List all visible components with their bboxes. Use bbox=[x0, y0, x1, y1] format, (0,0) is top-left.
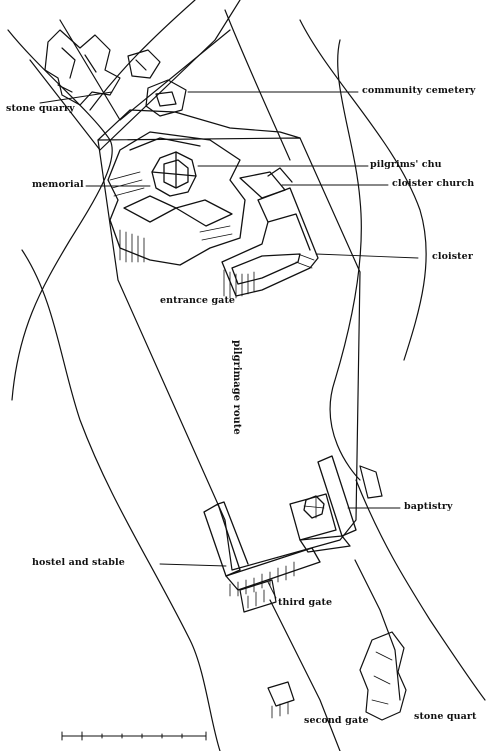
approach-road bbox=[29, 0, 241, 151]
label-cloister-church: cloister church bbox=[392, 178, 475, 189]
label-pilgrims-church: pilgrims' chu bbox=[370, 159, 442, 170]
second-gate-shape bbox=[267, 681, 295, 719]
stone-quarry-bottom-shape bbox=[359, 465, 407, 721]
label-baptistry: baptistry bbox=[404, 501, 453, 512]
contour-line-left bbox=[21, 249, 221, 752]
label-hostel-and-stable: hostel and stable bbox=[32, 557, 125, 568]
label-pilgrimage-route: pilgrimage route bbox=[231, 340, 242, 435]
terrace-upper-edge bbox=[97, 109, 301, 141]
river-bank-2 bbox=[224, 9, 291, 161]
third-gate-shape bbox=[239, 579, 277, 613]
label-stone-quarry-bottom: stone quart bbox=[414, 711, 477, 722]
stone-quarry-top-shape bbox=[44, 29, 161, 106]
leader-lines bbox=[39, 91, 419, 599]
label-third-gate: third gate bbox=[278, 597, 333, 608]
lower-road-edge bbox=[354, 559, 401, 701]
label-cloister: cloister bbox=[432, 251, 473, 262]
community-cemetery-shape bbox=[145, 79, 187, 117]
baptistry-shape bbox=[289, 455, 357, 553]
church-complex bbox=[107, 131, 293, 266]
label-community-cemetery: community cemetery bbox=[362, 85, 476, 96]
contour-line-far-right bbox=[329, 39, 362, 481]
contour-line-lower-right bbox=[355, 479, 486, 701]
river-bank bbox=[299, 19, 427, 361]
scale-bar bbox=[61, 731, 207, 741]
main-terrace bbox=[97, 137, 361, 571]
label-stone-quarry-top: stone quarry bbox=[6, 103, 75, 114]
label-memorial: memorial bbox=[32, 179, 84, 190]
cloister-shape bbox=[221, 187, 319, 299]
label-second-gate: second gate bbox=[304, 715, 369, 726]
approach-road-edge bbox=[59, 19, 231, 121]
contour-line-right bbox=[89, 0, 196, 111]
label-entrance-gate: entrance gate bbox=[160, 295, 236, 306]
lower-road bbox=[269, 599, 341, 752]
hostel-and-stable-shape bbox=[203, 501, 321, 597]
